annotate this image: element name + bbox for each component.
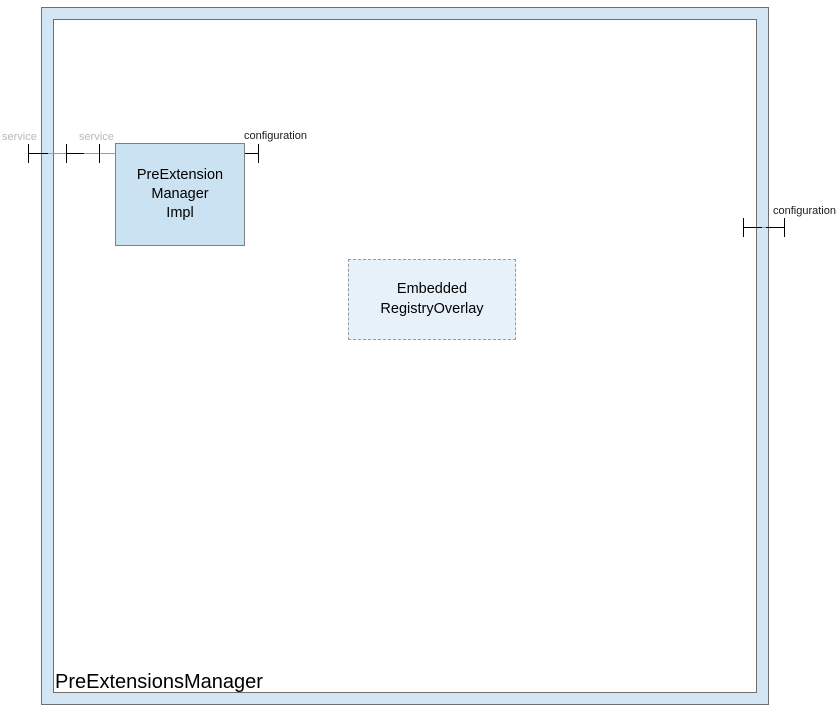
port-marker-composite-service-left[interactable] [28,144,48,163]
port-label-component-service-left: service [79,131,114,143]
component-embedded-registry-overlay[interactable]: Embedded RegistryOverlay [348,259,516,340]
port-marker-component-configuration[interactable] [245,144,259,163]
port-marker-composite-configuration-inner[interactable] [743,218,762,237]
component-pre-extension-manager-impl[interactable]: PreExtension Manager Impl [115,143,245,246]
component-label: Embedded RegistryOverlay [380,281,484,317]
port-label-composite-configuration: configuration [773,205,836,217]
composite-title: PreExtensionsManager [55,671,263,693]
component-label: PreExtension Manager Impl [136,166,224,222]
port-marker-composite-configuration[interactable] [766,218,785,237]
composite-frame-inner [53,19,757,693]
port-label-composite-service-left: service [2,131,37,143]
composite-configuration-wire [743,227,785,228]
port-marker-composite-service-inner[interactable] [66,144,84,163]
port-marker-component-service-left[interactable] [99,144,100,163]
port-label-component-configuration: configuration [244,130,307,142]
